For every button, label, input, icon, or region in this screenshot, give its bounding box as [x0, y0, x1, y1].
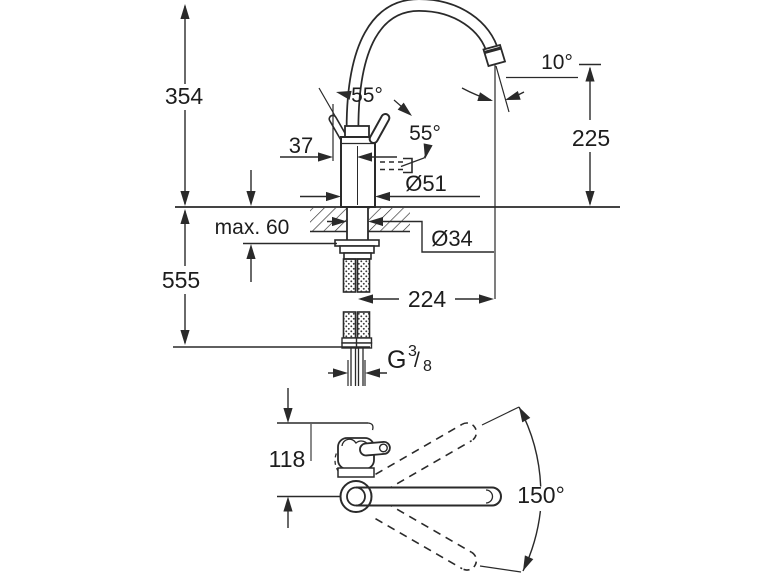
dim-150: 150° — [479, 404, 565, 573]
spout-collar — [344, 125, 370, 138]
label-max-60: max. 60 — [215, 216, 290, 239]
dim-51: Ø51 — [300, 171, 480, 202]
plan-body-bore — [346, 486, 366, 507]
dim-118: 118 — [269, 388, 374, 528]
mousseur — [482, 43, 507, 68]
label-o34: Ø34 — [431, 226, 473, 251]
supply-hoses — [341, 258, 373, 386]
label-555: 555 — [162, 267, 200, 293]
dim-224: 224 — [358, 286, 494, 312]
plan-lever — [359, 441, 391, 457]
counter-hatch-left — [310, 208, 347, 231]
label-150: 150° — [517, 482, 565, 508]
countertop — [175, 206, 620, 233]
dim-55-upper: 55° — [318, 84, 416, 122]
dim-225: 225 — [572, 63, 610, 206]
handle-lever-right — [368, 113, 391, 144]
dim-55-lower: 55° — [400, 122, 441, 168]
hose-fitting — [355, 337, 373, 344]
label-g-numerator: 3 — [408, 343, 417, 360]
dim-g38: G 3 / 8 — [328, 343, 432, 386]
dim-37: 37 — [280, 104, 397, 162]
label-10: 10° — [541, 51, 573, 74]
plan-view: 118 — [269, 388, 565, 573]
label-118: 118 — [269, 446, 306, 472]
hose-fitting — [355, 342, 373, 349]
spout-tube-inner — [347, 0, 498, 130]
counter-hatch-right — [369, 208, 410, 231]
hose-fitting — [341, 337, 358, 344]
label-g: G — [387, 346, 406, 374]
plan-body-circle — [339, 480, 373, 513]
label-55-upper: 55° — [351, 84, 383, 107]
faucet-front — [328, 0, 507, 208]
dim-max60: max. 60 — [215, 170, 337, 282]
plan-spout-ghost-down — [375, 501, 478, 571]
handle-lever-ghost-down — [380, 157, 413, 174]
dim-34: Ø34 — [327, 216, 494, 253]
plan-spout — [339, 480, 502, 513]
dim-555: 555 — [162, 209, 370, 348]
label-224: 224 — [408, 286, 447, 312]
label-37: 37 — [289, 133, 313, 158]
front-view: 354 555 max. 60 37 — [162, 0, 620, 386]
label-g-slash: / — [414, 349, 420, 372]
dim-354: 354 — [165, 4, 204, 206]
label-225: 225 — [572, 125, 610, 151]
label-o51: Ø51 — [405, 171, 447, 196]
outlet-tilt-line — [495, 65, 510, 113]
plan-spout-ghost-up — [375, 422, 478, 492]
label-g-denominator: 8 — [423, 358, 432, 375]
plan-handle — [334, 437, 391, 478]
label-354: 354 — [165, 83, 204, 109]
dim-10: 10° — [461, 51, 578, 106]
label-55-lower: 55° — [409, 122, 441, 145]
